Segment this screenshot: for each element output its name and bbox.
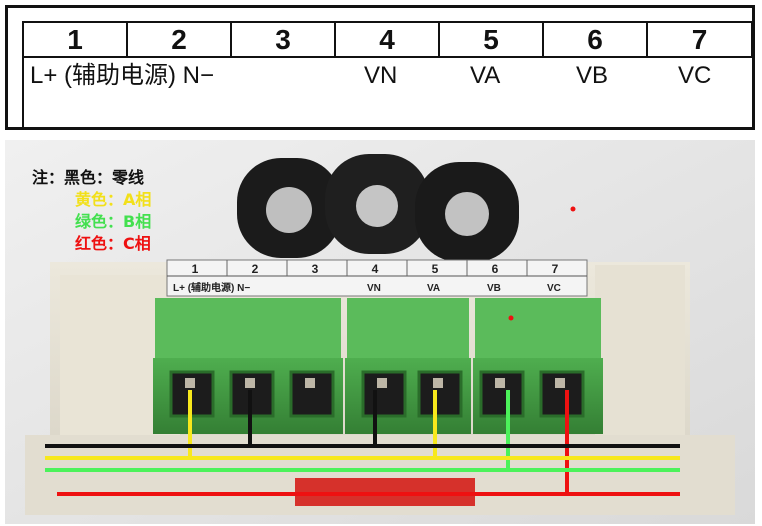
terminal-number-2: 2	[128, 23, 232, 56]
strip-vb: VB	[487, 283, 501, 294]
terminal-number-5: 5	[440, 23, 544, 56]
strip-number-7: 7	[552, 262, 559, 276]
red-dot-1	[570, 206, 576, 212]
legend-phase-c: 红色：C相	[75, 234, 151, 253]
terminal-number-3: 3	[232, 23, 336, 56]
strip-number-4: 4	[372, 262, 379, 276]
strip-va: VA	[427, 283, 440, 294]
strip-number-2: 2	[252, 262, 259, 276]
terminal-label-strip	[166, 259, 588, 297]
legend-phase-b: 绿色：B相	[75, 212, 152, 231]
terminal-table: 1 2 3 4 5 6 7 L+ (辅助电源) N− VN VA VB VC	[22, 21, 755, 130]
legend-neutral: 注：黑色：零线	[32, 168, 145, 187]
terminal-number-1: 1	[24, 23, 128, 56]
strip-aux-label: L+ (辅助电源) N−	[173, 281, 250, 294]
device-illustration: 1 2 3 4 5 6 7 L+ (辅助电源) N− VN VA VB VC	[5, 140, 755, 524]
terminal-number-6: 6	[544, 23, 648, 56]
header-divider	[24, 56, 753, 58]
case-right-panel	[595, 265, 685, 465]
current-transformer-3	[415, 162, 519, 262]
strip-vc: VC	[547, 283, 561, 294]
device-photo: 1 2 3 4 5 6 7 L+ (辅助电源) N− VN VA VB VC	[5, 140, 755, 524]
terminal-diagram-frame: 1 2 3 4 5 6 7 L+ (辅助电源) N− VN VA VB VC	[5, 5, 755, 130]
legend-phase-a: 黄色：A相	[75, 190, 152, 209]
signal-vc: VC	[678, 62, 712, 89]
current-transformer-1	[237, 158, 341, 258]
strip-number-5: 5	[432, 262, 439, 276]
terminal-number-4: 4	[336, 23, 440, 56]
terminal-number-7: 7	[648, 23, 753, 56]
strip-number-1: 1	[192, 262, 199, 276]
signal-vb: VB	[576, 62, 609, 89]
signal-va: VA	[470, 62, 501, 89]
strip-number-3: 3	[312, 262, 319, 276]
current-transformer-2	[325, 154, 429, 254]
strip-vn: VN	[367, 283, 381, 294]
aux-power-label: L+ (辅助电源) N−	[30, 62, 215, 89]
red-dot-2	[508, 315, 514, 321]
signal-vn: VN	[364, 62, 398, 89]
strip-number-6: 6	[492, 262, 499, 276]
